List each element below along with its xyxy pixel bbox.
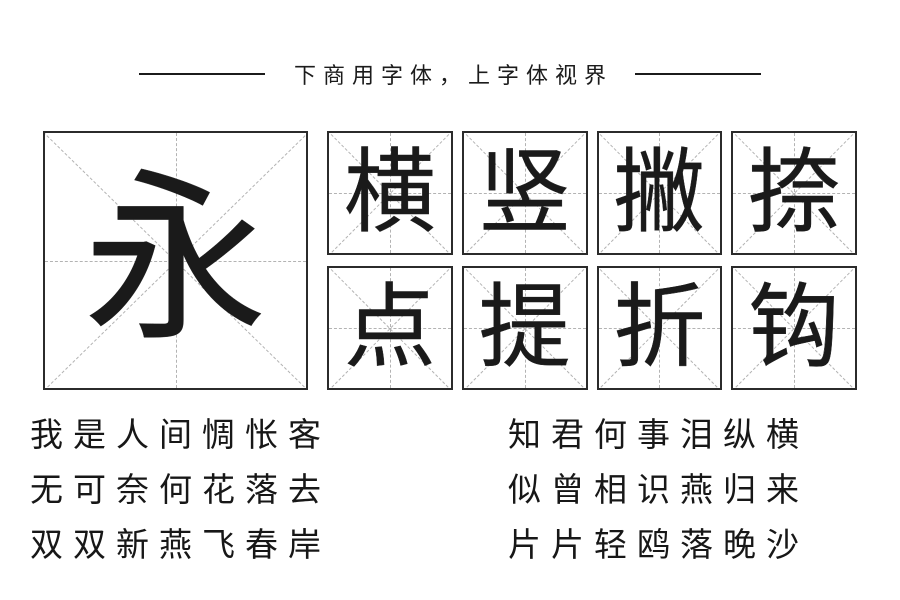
poem-row: 无可奈何花落去 似曾相识燕归来	[0, 459, 900, 514]
stroke-glyph: 竖	[463, 133, 586, 253]
stroke-cell-gou[interactable]: 钩	[731, 266, 857, 390]
featured-character-cell[interactable]: 永	[43, 131, 308, 390]
poem-line: 知君何事泪纵横	[508, 415, 809, 453]
stroke-glyph: 撇	[598, 133, 721, 253]
poem-line: 似曾相识燕归来	[508, 470, 809, 508]
poem-row: 我是人间惆怅客 知君何事泪纵横	[0, 404, 900, 459]
featured-character-glyph: 永	[45, 133, 306, 388]
stroke-glyph: 提	[463, 268, 586, 388]
stroke-glyph: 点	[329, 268, 451, 388]
stroke-cell-na[interactable]: 捺	[731, 131, 857, 255]
header-rule-left	[138, 73, 265, 75]
poem-line: 我是人间惆怅客	[30, 415, 331, 453]
stroke-cell-zhe[interactable]: 折	[596, 266, 723, 390]
header-rule-right	[635, 73, 761, 75]
stroke-cell-heng[interactable]: 横	[327, 131, 453, 255]
poem-line: 双双新燕飞春岸	[30, 525, 331, 563]
stroke-cell-pie[interactable]: 撇	[596, 131, 723, 255]
stroke-grid: 横 竖 撇 捺 点	[327, 131, 857, 390]
stroke-cell-dian[interactable]: 点	[327, 266, 453, 390]
stroke-glyph: 捺	[733, 133, 855, 253]
page-header: 下商用字体，上字体视界	[0, 52, 900, 96]
poem-sample-block: 我是人间惆怅客 知君何事泪纵横 无可奈何花落去 似曾相识燕归来 双双新燕飞春岸 …	[0, 404, 900, 588]
stroke-cell-ti[interactable]: 提	[461, 266, 588, 390]
stroke-glyph: 折	[598, 268, 721, 388]
character-showcase: 永 横 竖 撇 捺	[43, 131, 857, 390]
stroke-glyph: 钩	[733, 268, 855, 388]
page-title: 下商用字体，上字体视界	[293, 63, 613, 88]
stroke-cell-shu[interactable]: 竖	[461, 131, 588, 255]
poem-row: 双双新燕飞春岸 片片轻鸥落晚沙	[0, 514, 900, 569]
stroke-glyph: 横	[329, 133, 451, 253]
poem-line: 片片轻鸥落晚沙	[508, 525, 809, 563]
poem-line: 无可奈何花落去	[30, 470, 331, 508]
